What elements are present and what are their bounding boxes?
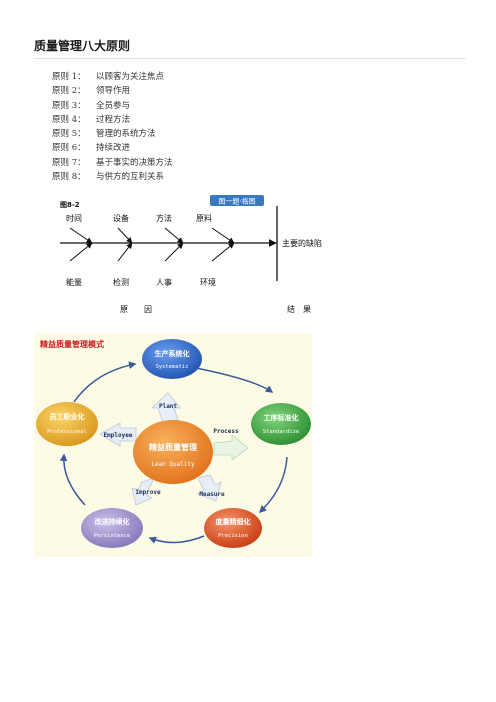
principle-text: 基于事实的决策方法 xyxy=(96,157,173,168)
principle-item: 原则 7： 基于事实的决策方法 xyxy=(52,156,173,170)
center-node-cn: 精益质量管理 xyxy=(149,442,197,452)
principle-item: 原则 6： 持续改进 xyxy=(52,141,173,155)
ring-arrow-4 xyxy=(59,453,86,506)
cause-bottom-4: 环境 xyxy=(200,277,216,287)
cause-top-2: 设备 xyxy=(113,213,129,223)
center-node xyxy=(133,420,213,484)
principle-label: 原则 8： xyxy=(52,172,86,183)
bone-top-2 xyxy=(117,227,133,244)
principle-label: 原则 7： xyxy=(52,157,86,168)
principle-text: 过程方法 xyxy=(96,114,131,125)
node-standardize-en: Standardize xyxy=(263,429,299,435)
bone-bottom-2 xyxy=(117,242,133,262)
bone-top-3 xyxy=(164,227,184,244)
model-title: 精益质量管理模式 xyxy=(40,339,104,349)
cause-top-3: 方法 xyxy=(156,213,172,223)
arrow-plant-shape xyxy=(150,392,181,424)
bone-bottom-3 xyxy=(164,242,184,262)
node-persistence xyxy=(81,508,143,548)
node-precision-cn: 度量精细化 xyxy=(216,517,251,526)
title-divider xyxy=(34,58,466,59)
arrow-employee-label: Employee xyxy=(104,432,133,439)
node-systematic-cn: 生产系统化 xyxy=(155,349,190,358)
principle-item: 原则 2： 领导作用 xyxy=(52,84,173,98)
bone-top-4 xyxy=(211,227,235,244)
principle-text: 领导作用 xyxy=(96,86,131,97)
node-persistence-en: Persistence xyxy=(94,533,130,539)
node-professional xyxy=(36,402,98,446)
principle-text: 与供方的互利关系 xyxy=(96,172,165,183)
principle-label: 原则 1： xyxy=(52,72,86,82)
principle-label: 原则 2： xyxy=(52,86,86,97)
center-node-en: Lean Quality xyxy=(151,461,195,468)
principle-text: 管理的系统方法 xyxy=(96,129,156,140)
arrow-employee-shape xyxy=(99,422,137,447)
header-badge: 图一题·格图 xyxy=(218,197,255,206)
principle-text: 以顾客为关注焦点 xyxy=(96,72,165,82)
bone-bottom-1 xyxy=(69,242,93,262)
arrow-measure-shape xyxy=(197,474,222,502)
node-professional-en: Professional xyxy=(47,429,87,435)
effect-caption: 结 果 xyxy=(287,304,311,314)
cause-top-1: 时间 xyxy=(66,213,82,223)
page-title: 质量管理八大原则 xyxy=(34,39,131,53)
node-professional-cn: 员工职业化 xyxy=(50,412,85,421)
node-precision-en: Precision xyxy=(218,533,248,539)
cause-top-4: 原料 xyxy=(196,213,212,223)
node-systematic-en: Systematic xyxy=(155,364,188,370)
ring-arrow-3 xyxy=(148,535,205,544)
principle-item: 原则 3： 全员参与 xyxy=(52,99,173,113)
cause-bottom-2: 检测 xyxy=(113,277,129,287)
arrow-process-label: Process xyxy=(213,428,239,435)
header-badge-bg xyxy=(210,195,264,206)
cause-bottom-1: 能量 xyxy=(66,277,82,287)
ring-arrow-1 xyxy=(195,367,274,393)
principle-label: 原则 5： xyxy=(52,129,86,140)
principle-item: 原则 8： 与供方的互利关系 xyxy=(52,170,173,184)
principle-label: 原则 3： xyxy=(52,100,86,111)
cause-bottom-3: 人事 xyxy=(156,277,172,287)
arrow-plant-label: Plant xyxy=(159,403,177,410)
bone-top-1 xyxy=(69,227,93,244)
effect-label: 主要的缺陷 xyxy=(282,238,322,248)
principle-label: 原则 4： xyxy=(52,114,86,125)
principle-item: 原则 4： 过程方法 xyxy=(52,113,173,127)
model-background xyxy=(34,333,312,557)
arrow-process-shape xyxy=(213,434,249,461)
bone-bottom-4 xyxy=(211,242,235,262)
principle-label: 原则 6： xyxy=(52,143,86,154)
figure-number: 图8-2 xyxy=(60,200,80,209)
principle-item: 原则 1： 以顾客为关注焦点 xyxy=(52,70,173,84)
principle-list: 原则 1： 以顾客为关注焦点 原则 2： 领导作用 原则 3： 全员参与 原则 4： 过… xyxy=(52,70,173,184)
ring-arrow-2 xyxy=(258,456,288,514)
principle-text: 全员参与 xyxy=(96,100,131,111)
cause-caption: 原 因 xyxy=(120,305,152,314)
arrow-measure-label: Measure xyxy=(199,491,225,498)
ring-arrow-5 xyxy=(73,361,137,403)
node-standardize xyxy=(251,403,311,445)
arrow-improve-shape xyxy=(131,477,155,506)
principle-text: 持续改进 xyxy=(96,143,131,154)
node-precision xyxy=(204,508,262,548)
node-persistence-cn: 改进持续化 xyxy=(95,517,130,526)
node-systematic xyxy=(142,339,202,379)
principle-item: 原则 5： 管理的系统方法 xyxy=(52,127,173,141)
arrow-improve-label: Improve xyxy=(135,489,161,496)
node-standardize-cn: 工序标准化 xyxy=(264,413,299,422)
